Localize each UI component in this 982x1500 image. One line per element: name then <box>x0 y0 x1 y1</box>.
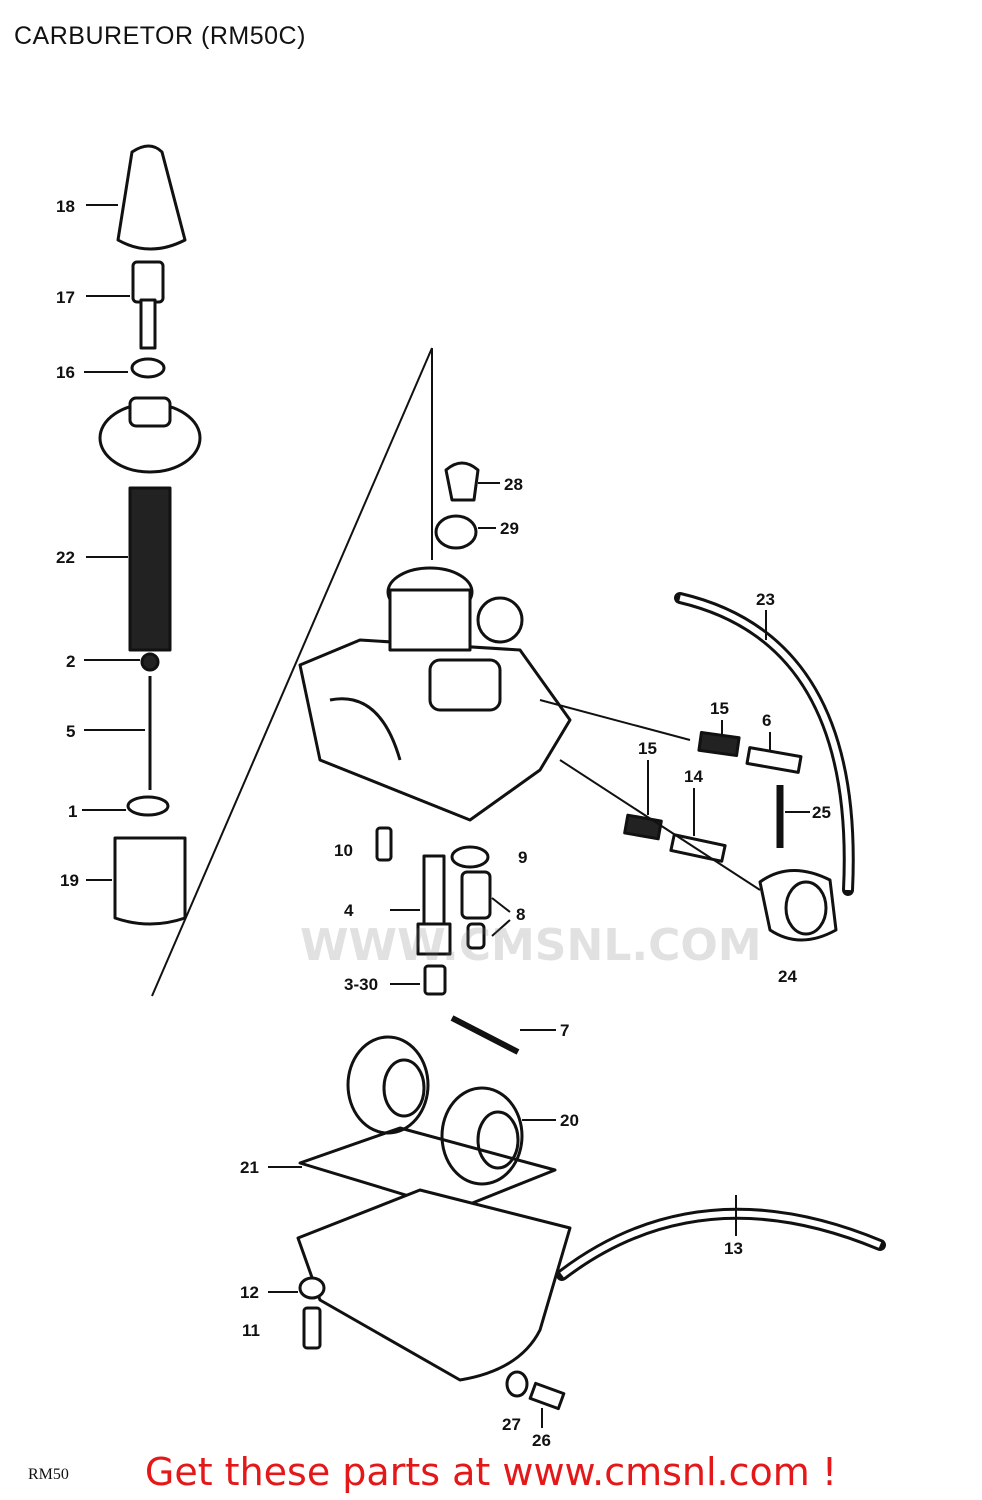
callout-4: 4 <box>344 901 354 920</box>
float-valve-8 <box>460 870 492 920</box>
callout-17: 17 <box>56 288 75 307</box>
gasket-21 <box>298 1126 557 1212</box>
callout-26: 26 <box>532 1431 551 1450</box>
adjuster-screw <box>139 298 157 350</box>
callout-6: 6 <box>762 711 771 730</box>
cap-28 <box>444 461 480 502</box>
assembly-line <box>151 347 433 997</box>
top-boss <box>128 396 172 428</box>
callout-19: 19 <box>60 871 79 890</box>
callout-25: 25 <box>812 803 831 822</box>
callout-12: 12 <box>240 1283 259 1302</box>
callout-7: 7 <box>560 1021 569 1040</box>
diagram-title: CARBURETOR (RM50C) <box>14 22 306 50</box>
screw-14 <box>669 833 727 863</box>
model-code: RM50 <box>28 1466 69 1483</box>
callout-23: 23 <box>756 590 775 609</box>
float-chamber <box>296 1188 572 1382</box>
carburetor-body <box>298 638 572 822</box>
adjuster-nut <box>131 260 165 304</box>
footer-link[interactable]: Get these parts at www.cmsnl.com ! <box>144 1450 838 1494</box>
washer-12 <box>298 1276 326 1300</box>
needle-washer <box>126 795 170 817</box>
callout-22: 22 <box>56 548 75 567</box>
callout-15b: 15 <box>638 739 657 758</box>
callout-15a: 15 <box>710 699 729 718</box>
main-jet <box>423 964 447 996</box>
callout-16: 16 <box>56 363 75 382</box>
lock-washer <box>130 357 166 379</box>
washer-27 <box>505 1370 529 1398</box>
rubber-cap <box>116 144 187 251</box>
callout-10: 10 <box>334 841 353 860</box>
callout-9: 9 <box>518 848 527 867</box>
callout-3-30: 3-30 <box>344 975 378 994</box>
callout-13: 13 <box>724 1239 743 1258</box>
callout-27: 27 <box>502 1415 521 1434</box>
callout-24: 24 <box>778 967 797 986</box>
spring-15a <box>697 730 741 758</box>
o-ring-9 <box>450 845 490 869</box>
float-pin-7 <box>450 1015 520 1055</box>
callout-14: 14 <box>684 767 703 786</box>
spring-15b <box>623 813 663 841</box>
washer-29 <box>434 514 478 550</box>
screw-6 <box>745 746 803 774</box>
callout-29: 29 <box>500 519 519 538</box>
callout-8: 8 <box>516 905 525 924</box>
pilot-jet-10 <box>375 826 393 862</box>
callout-20: 20 <box>560 1111 579 1130</box>
callout-1: 1 <box>68 802 77 821</box>
air-screw-boss <box>476 596 524 644</box>
watermark: WWW.CMSNL.COM <box>300 920 762 971</box>
callout-21: 21 <box>240 1158 259 1177</box>
screw-26 <box>528 1381 566 1411</box>
throttle-spring <box>128 486 172 652</box>
callout-18: 18 <box>56 197 75 216</box>
needle-clip <box>140 652 160 672</box>
callout-5: 5 <box>66 722 75 741</box>
screw-11 <box>302 1306 322 1350</box>
throttle-valve <box>113 836 187 926</box>
callout-11: 11 <box>242 1321 260 1340</box>
callout-2: 2 <box>66 652 75 671</box>
callout-28: 28 <box>504 475 523 494</box>
